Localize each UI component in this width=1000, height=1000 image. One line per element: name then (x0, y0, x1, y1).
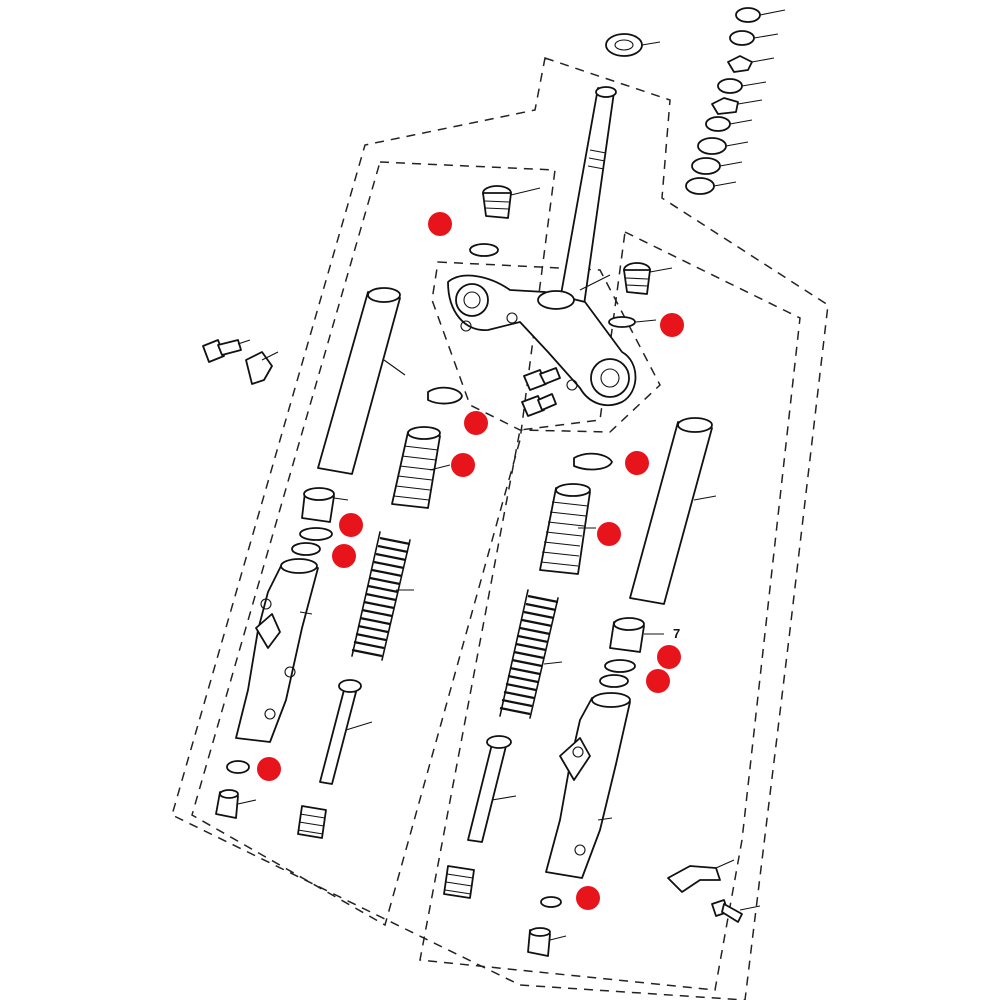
right-outer-slider (545, 697, 631, 879)
leader-line (579, 274, 611, 291)
stem-threads (587, 149, 607, 170)
clamp-bolt-hole-1 (506, 312, 518, 324)
right-damper-rod (467, 743, 507, 843)
right-mount-bolt-shank (721, 903, 743, 923)
left-cap-o-ring (469, 243, 499, 257)
right-boot-clip (573, 452, 613, 471)
left-inner-tube-top (367, 287, 401, 303)
left-mount-bolt-shank (217, 339, 242, 356)
stack-part-3 (727, 55, 753, 73)
left-fork-boundary (191, 161, 556, 927)
stack-part-4 (717, 78, 743, 94)
left-inner-tube (317, 291, 401, 475)
right-dust-boot (539, 487, 591, 575)
right-lower-spring (443, 865, 475, 899)
left-boot-clip (427, 386, 463, 405)
right-brake-hose-bracket (667, 865, 721, 893)
marker-right-drain-washer (576, 886, 600, 910)
left-bracket-parts (202, 339, 279, 385)
right-inner-tube-top (677, 417, 713, 433)
marker-right-oil-seal (657, 645, 681, 669)
marker-left-boot-clip (464, 411, 488, 435)
clamp-left-bore (455, 283, 489, 317)
head-bearing (605, 33, 643, 57)
marker-left-dust-boot (451, 453, 475, 477)
left-lower-spring (297, 805, 327, 839)
highlight-markers (257, 212, 684, 910)
pinch-bolts (521, 367, 561, 417)
pinch-bolt-2-shank (537, 393, 557, 411)
marker-right-cap-o-ring (660, 313, 684, 337)
right-fork-spring (499, 589, 559, 719)
marker-right-boot-clip (625, 451, 649, 475)
left-outer-slider (235, 563, 319, 743)
left-cable-clamp (245, 351, 273, 385)
callout-number: 7 (673, 626, 680, 641)
right-washer (599, 674, 629, 688)
clamp-bolt-hole-2 (566, 379, 578, 391)
stack-part-9 (685, 177, 715, 195)
left-caliper-mount (255, 613, 281, 649)
stack-part-6 (705, 116, 731, 132)
clamp-right-bore-inner (600, 368, 620, 388)
right-drain-washer (540, 896, 562, 908)
outer-boundary (171, 57, 829, 1000)
right-fork-cap (608, 262, 673, 328)
left-boot-ribs (393, 445, 439, 501)
marker-right-seal-ring (646, 669, 670, 693)
right-caliper-mount (559, 737, 591, 781)
steering-stem-assembly (447, 86, 637, 407)
marker-right-dust-boot (597, 522, 621, 546)
marker-left-drain-washer (257, 757, 281, 781)
stack-part-1 (735, 7, 761, 23)
stack-part-7 (697, 137, 727, 155)
right-inner-tube (629, 421, 713, 605)
inner-yoke-boundary (431, 261, 661, 433)
left-damper-rod (319, 689, 357, 785)
steering-stem (559, 87, 615, 306)
clamp-bolt-hole-3 (460, 320, 472, 332)
left-fork (215, 287, 463, 839)
right-boot-ribs (540, 501, 589, 567)
left-fork-cap (469, 185, 541, 257)
left-fork-spring (351, 531, 411, 661)
marker-left-oil-seal (339, 513, 363, 537)
right-fork: 7 (443, 417, 717, 957)
stack-part-8 (691, 157, 721, 175)
assembly-boundaries (171, 57, 829, 1000)
stem-top-cap (595, 86, 617, 98)
marker-left-cap-o-ring (428, 212, 452, 236)
right-cap-bolt (623, 269, 651, 295)
left-drain-washer (226, 760, 250, 774)
clamp-center-boss (537, 290, 575, 310)
stack-part-5 (711, 97, 739, 115)
right-seal-ring (604, 659, 636, 673)
clamp-right-bore (590, 358, 630, 398)
left-seal-ring (299, 527, 333, 541)
left-cap-bolt (482, 192, 512, 219)
stack-part-2 (729, 30, 755, 46)
marker-left-seal-ring (332, 544, 356, 568)
pinch-bolt-1-shank (539, 367, 561, 385)
right-cap-o-ring (608, 316, 636, 328)
right-bracket-parts (667, 859, 761, 923)
head-bearing-inner (614, 39, 634, 51)
left-washer (291, 542, 321, 556)
lower-triple-clamp (447, 274, 637, 407)
head-bearing-parts-stack (605, 7, 786, 195)
clamp-left-bore-inner (463, 291, 481, 309)
